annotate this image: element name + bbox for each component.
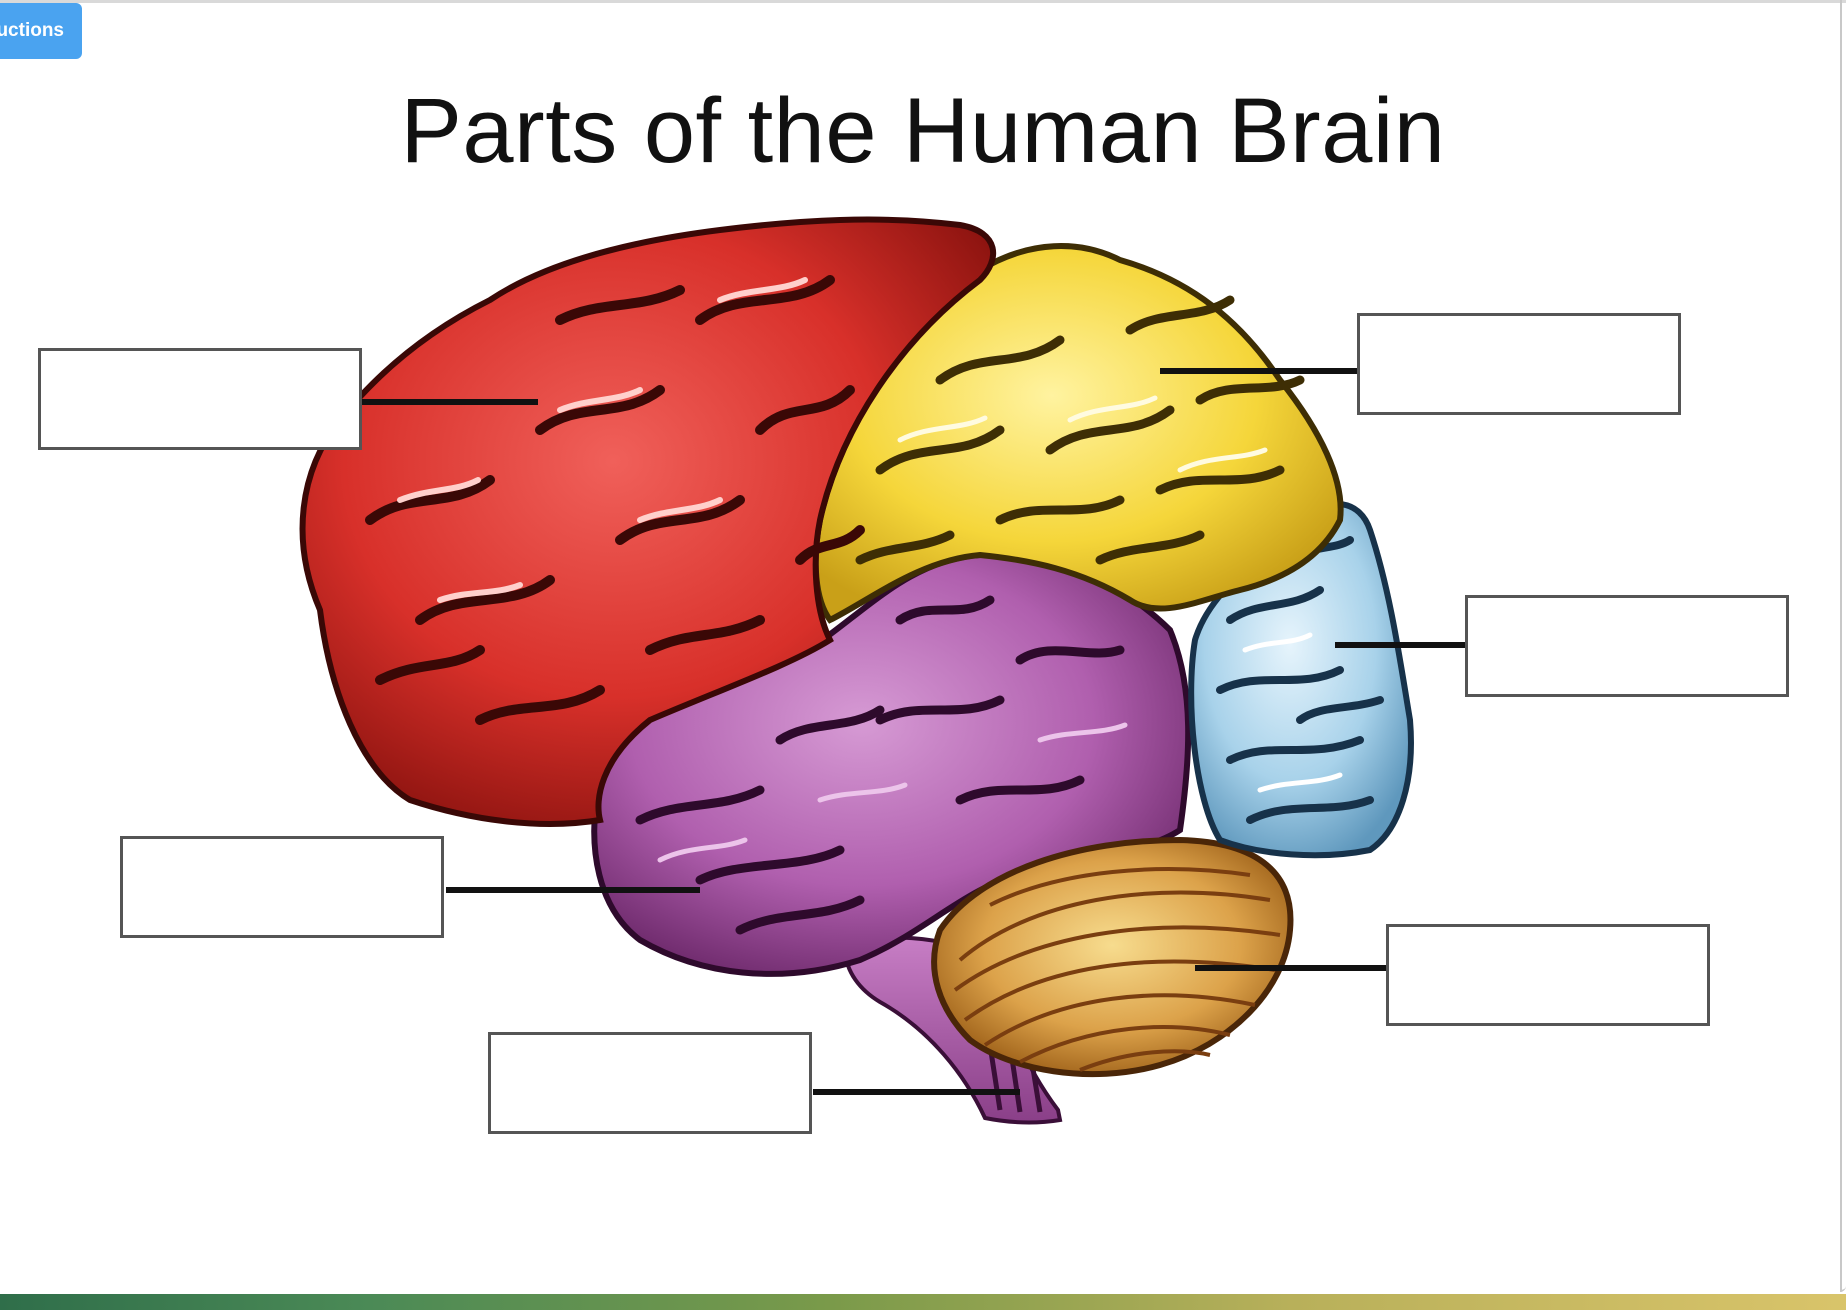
parietal-lobe-region	[812, 243, 1344, 624]
pointer-lines	[332, 368, 1465, 1095]
instructions-button-label: uctions	[0, 20, 64, 41]
canvas-frame	[1840, 0, 1846, 1292]
page-title: Parts of the Human Brain	[400, 80, 1446, 182]
instructions-button[interactable]: uctions	[0, 3, 82, 59]
occipital-lobe-region	[1188, 501, 1414, 859]
label-box-brain-stem[interactable]	[488, 1032, 812, 1134]
label-box-temporal[interactable]	[120, 836, 444, 938]
label-box-frontal[interactable]	[38, 348, 362, 450]
label-box-occipital[interactable]	[1465, 595, 1789, 697]
label-box-cerebellum[interactable]	[1386, 924, 1710, 1026]
top-border	[0, 0, 1846, 3]
background-strip	[0, 1294, 1846, 1310]
label-box-parietal[interactable]	[1357, 313, 1681, 415]
frontal-lobe-region	[299, 216, 997, 827]
cerebellum-region	[931, 836, 1294, 1078]
